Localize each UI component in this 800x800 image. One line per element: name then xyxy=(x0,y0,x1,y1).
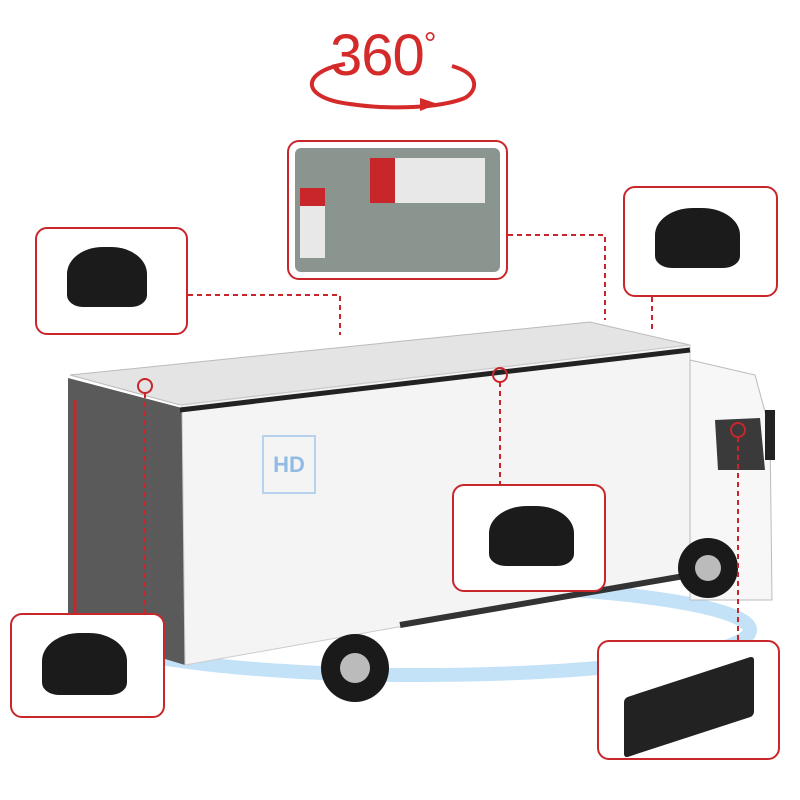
watermark-logo: HD xyxy=(262,435,316,494)
left-side-camera-panel xyxy=(35,227,188,335)
camera-icon xyxy=(655,208,740,268)
dvr-unit-panel xyxy=(597,640,780,760)
top-view-preview-panel xyxy=(287,140,508,280)
truck-sideview xyxy=(300,188,325,258)
title-text: 360 xyxy=(330,23,425,88)
title-360: 360° xyxy=(330,22,437,89)
camera-icon xyxy=(42,633,127,695)
connector-lines xyxy=(144,234,739,640)
right-side-camera-panel xyxy=(623,186,778,297)
front-wheel-hub xyxy=(695,555,721,581)
dvr-box-icon xyxy=(624,655,754,758)
truck-rear xyxy=(68,378,185,665)
roof-rail xyxy=(179,347,691,413)
center-side-camera-panel xyxy=(452,484,606,592)
arrow-head-icon xyxy=(420,98,438,111)
degree-symbol: ° xyxy=(423,25,437,62)
rear-wheel-hub xyxy=(340,653,370,683)
mirror xyxy=(765,410,775,460)
rear-camera-panel xyxy=(10,613,165,718)
truck-topview xyxy=(370,158,485,203)
rotate-arrow-tail xyxy=(451,64,476,100)
chassis-rail xyxy=(399,572,691,628)
birdseye-view-image xyxy=(295,148,500,272)
camera-icon xyxy=(67,247,147,307)
cab-window xyxy=(715,418,765,470)
camera-icon xyxy=(489,506,574,566)
